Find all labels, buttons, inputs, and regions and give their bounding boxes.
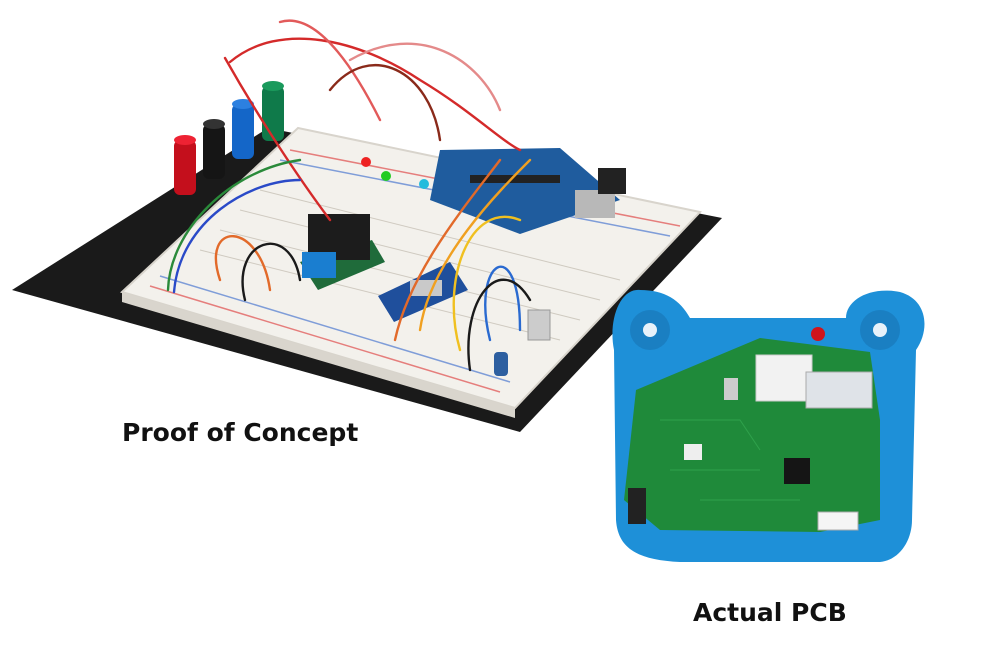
caption-proof-of-concept: Proof of Concept: [122, 418, 359, 447]
caption-actual-pcb: Actual PCB: [693, 598, 847, 627]
binding-posts: [174, 81, 284, 195]
relay-module: [300, 214, 385, 290]
pcb-enclosure: [612, 289, 925, 562]
breadboard-prototype: [12, 19, 722, 432]
arduino-board: [430, 148, 626, 234]
